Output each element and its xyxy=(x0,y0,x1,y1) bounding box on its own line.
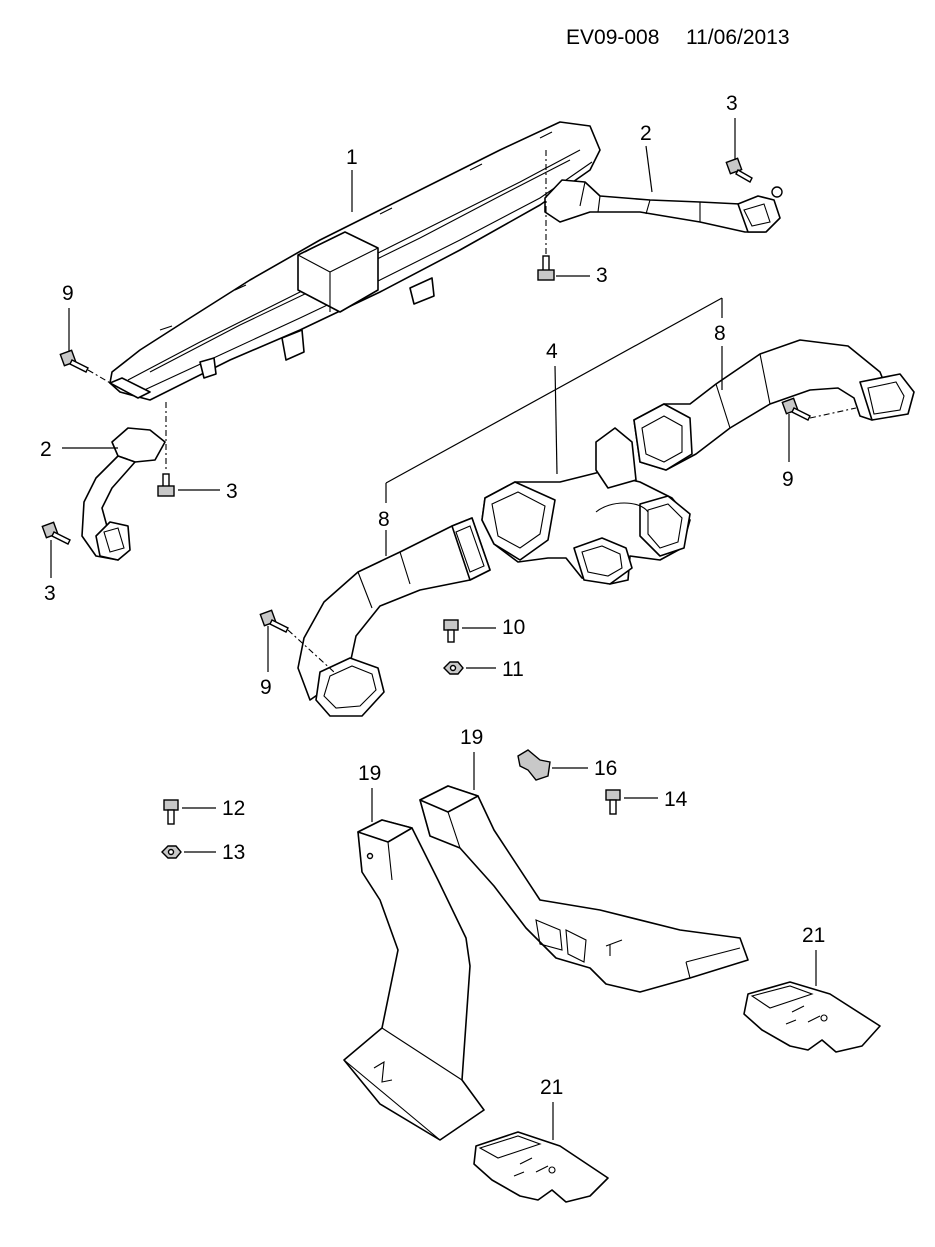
callout-2-right: 2 xyxy=(640,122,652,145)
nut-13 xyxy=(161,845,182,859)
callout-21-right: 21 xyxy=(802,924,825,947)
callout-19-left: 19 xyxy=(358,762,381,785)
center-distribution-duct xyxy=(481,427,691,585)
screw-3-center xyxy=(537,255,555,281)
callout-8-bracket xyxy=(385,297,723,556)
callout-3-left-lower: 3 xyxy=(226,480,238,503)
callout-8-left: 8 xyxy=(378,508,390,531)
outlet-duct-left xyxy=(297,517,491,717)
callout-10: 10 xyxy=(502,616,525,639)
callout-8-right: 8 xyxy=(714,322,726,345)
callout-13: 13 xyxy=(222,841,245,864)
screw-3-far-left xyxy=(41,521,71,545)
screw-9-top-left xyxy=(59,349,89,373)
side-duct-right xyxy=(544,179,783,233)
outlet-duct-right xyxy=(633,339,915,471)
floor-outlet-left xyxy=(473,1131,609,1203)
callout-19-right: 19 xyxy=(460,726,483,749)
nut-11 xyxy=(443,661,464,675)
diagram-date: 11/06/2013 xyxy=(686,26,790,49)
screw-9-right xyxy=(781,397,811,421)
callout-12: 12 xyxy=(222,797,245,820)
callout-3-center: 3 xyxy=(596,264,608,287)
side-duct-left xyxy=(81,427,166,561)
callout-21-left: 21 xyxy=(540,1076,563,1099)
callout-9-left: 9 xyxy=(260,676,272,699)
callout-14: 14 xyxy=(664,788,688,811)
callout-16: 16 xyxy=(594,757,617,780)
diagram-ref: EV09-008 xyxy=(566,26,659,49)
callout-4: 4 xyxy=(546,340,558,363)
floor-duct-left xyxy=(343,819,485,1141)
callout-3-top-right: 3 xyxy=(726,92,738,115)
bolt-12 xyxy=(163,799,179,825)
floor-duct-right xyxy=(419,785,749,993)
clip-16 xyxy=(517,749,551,781)
callout-2-left: 2 xyxy=(40,438,52,461)
bolt-10 xyxy=(443,619,459,643)
floor-outlet-right xyxy=(743,981,881,1053)
callout-1: 1 xyxy=(346,146,358,169)
screw-9-left xyxy=(259,609,289,633)
callout-9-right: 9 xyxy=(782,468,794,491)
screw-3-left-lower xyxy=(157,473,175,497)
screw-3-top-right xyxy=(725,157,753,183)
bolt-14 xyxy=(605,789,621,815)
callout-11: 11 xyxy=(502,658,524,681)
main-duct xyxy=(109,121,601,401)
callout-3-far-left: 3 xyxy=(44,582,56,605)
callout-9-top-left: 9 xyxy=(62,282,74,305)
